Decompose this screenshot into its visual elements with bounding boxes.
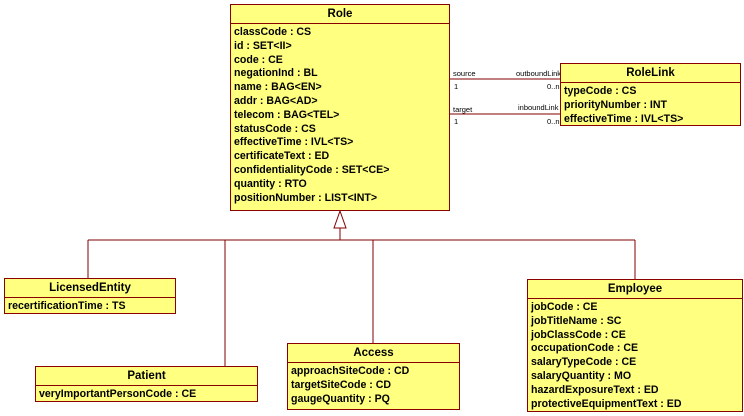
attribute-row: targetSiteCode : CD xyxy=(291,378,392,391)
attribute-row: telecom : BAG<TEL> xyxy=(234,108,340,121)
class-licensed-entity[interactable]: LicensedEntity recertificationTime : TS xyxy=(4,278,176,314)
class-patient-name: Patient xyxy=(36,367,257,386)
attribute-row: hazardExposureText : ED xyxy=(531,383,659,396)
inbound-link-mult: 0..n xyxy=(547,117,560,126)
class-licensed-entity-attributes: recertificationTime : TS xyxy=(5,298,175,315)
inbound-target-label: target xyxy=(453,105,473,114)
attribute-row: occupationCode : CE xyxy=(531,342,639,355)
class-rolelink-name: RoleLink xyxy=(561,64,740,83)
class-patient-attributes: veryImportantPersonCode : CE xyxy=(36,386,257,403)
class-access-name: Access xyxy=(288,344,459,363)
attribute-row: recertificationTime : TS xyxy=(8,300,126,312)
attribute-row: effectiveTime : IVL<TS> xyxy=(234,136,354,149)
associations xyxy=(450,78,560,115)
attribute-row: jobCode : CE xyxy=(531,301,598,313)
outbound-source-label: source xyxy=(453,69,476,78)
attribute-row: salaryTypeCode : CE xyxy=(531,356,637,369)
attribute-row: statusCode : CS xyxy=(234,122,316,135)
attribute-row: salaryQuantity : MO xyxy=(531,369,632,382)
class-role-name: Role xyxy=(231,5,449,24)
attribute-row: protectiveEquipmentText : ED xyxy=(531,397,682,410)
attribute-row: quantity : RTO xyxy=(234,177,307,190)
outbound-link-mult: 0..n xyxy=(547,82,560,91)
attribute-row: jobTitleName : SC xyxy=(531,314,622,327)
generalization-tree xyxy=(87,209,636,366)
attribute-row: effectiveTime : IVL<TS> xyxy=(564,112,684,125)
attribute-row: certificateText : ED xyxy=(234,150,330,163)
outbound-source-mult: 1 xyxy=(454,82,458,91)
class-patient[interactable]: Patient veryImportantPersonCode : CE xyxy=(35,366,258,402)
outbound-link-label: outboundLink xyxy=(516,69,561,78)
attribute-row: name : BAG<EN> xyxy=(234,81,322,94)
attribute-row: code : CE xyxy=(234,53,283,66)
class-employee-name: Employee xyxy=(528,280,742,299)
attribute-row: id : SET<II> xyxy=(234,39,292,52)
class-licensed-entity-name: LicensedEntity xyxy=(5,279,175,298)
attribute-row: confidentialityCode : SET<CE> xyxy=(234,163,390,176)
attribute-row: veryImportantPersonCode : CE xyxy=(39,388,197,400)
attribute-row: positionNumber : LIST<INT> xyxy=(234,191,378,204)
attribute-row: classCode : CS xyxy=(234,26,312,38)
attribute-row: gaugeQuantity : PQ xyxy=(291,392,390,405)
attribute-row: typeCode : CS xyxy=(564,85,637,97)
inbound-link-label: inboundLink xyxy=(518,103,559,112)
attribute-row: approachSiteCode : CD xyxy=(291,365,410,377)
attribute-row: priorityNumber : INT xyxy=(564,98,667,111)
attribute-row: negationInd : BL xyxy=(234,67,318,80)
generalization-arrowhead xyxy=(333,209,347,229)
inbound-target-mult: 1 xyxy=(454,117,458,126)
attribute-row: addr : BAG<AD> xyxy=(234,94,318,107)
attribute-row: jobClassCode : CE xyxy=(531,328,626,341)
